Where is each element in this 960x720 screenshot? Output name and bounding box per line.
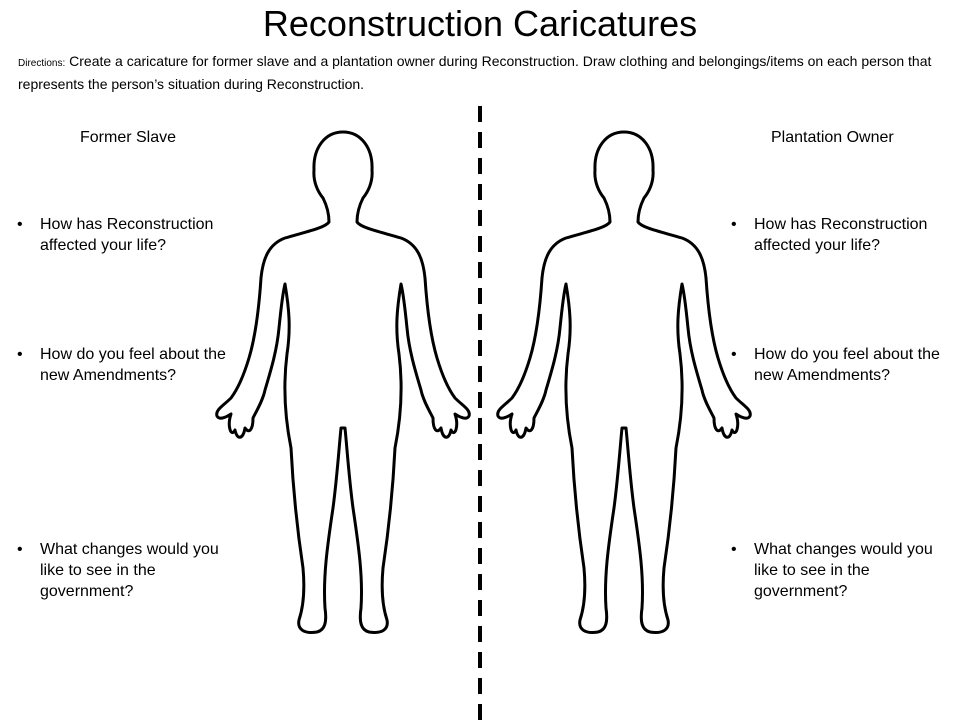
left-question-3: • What changes would you like to see in … <box>17 539 247 602</box>
question-text: How do you feel about the new Amendments… <box>754 346 940 384</box>
page-title: Reconstruction Caricatures <box>262 3 698 44</box>
human-body-outline-icon <box>215 130 471 634</box>
bullet: • <box>17 541 23 558</box>
human-body-outline-icon <box>496 130 752 634</box>
question-text: What changes would you like to see in th… <box>754 541 933 600</box>
directions-label: Directions: <box>18 58 66 69</box>
bullet: • <box>17 346 23 363</box>
dashed-divider <box>478 106 482 720</box>
plantation-owner-heading: Plantation Owner <box>771 129 894 146</box>
question-text: How has Reconstruction affected your lif… <box>754 216 928 254</box>
right-question-1: • How has Reconstruction affected your l… <box>731 214 956 256</box>
former-slave-heading: Former Slave <box>80 129 177 146</box>
bullet: • <box>17 216 23 233</box>
right-question-3: • What changes would you like to see in … <box>731 539 956 602</box>
directions-text: Directions: Create a caricature for form… <box>18 51 948 94</box>
bullet: • <box>731 346 737 363</box>
question-text: What changes would you like to see in th… <box>40 541 219 600</box>
question-text: How do you feel about the new Amendments… <box>40 346 226 384</box>
question-text: How has Reconstruction affected your lif… <box>40 216 214 254</box>
directions-body: Create a caricature for former slave and… <box>18 53 932 92</box>
left-question-1: • How has Reconstruction affected your l… <box>17 214 247 256</box>
right-question-2: • How do you feel about the new Amendmen… <box>731 344 956 386</box>
bullet: • <box>731 541 737 558</box>
left-question-2: • How do you feel about the new Amendmen… <box>17 344 247 386</box>
bullet: • <box>731 216 737 233</box>
